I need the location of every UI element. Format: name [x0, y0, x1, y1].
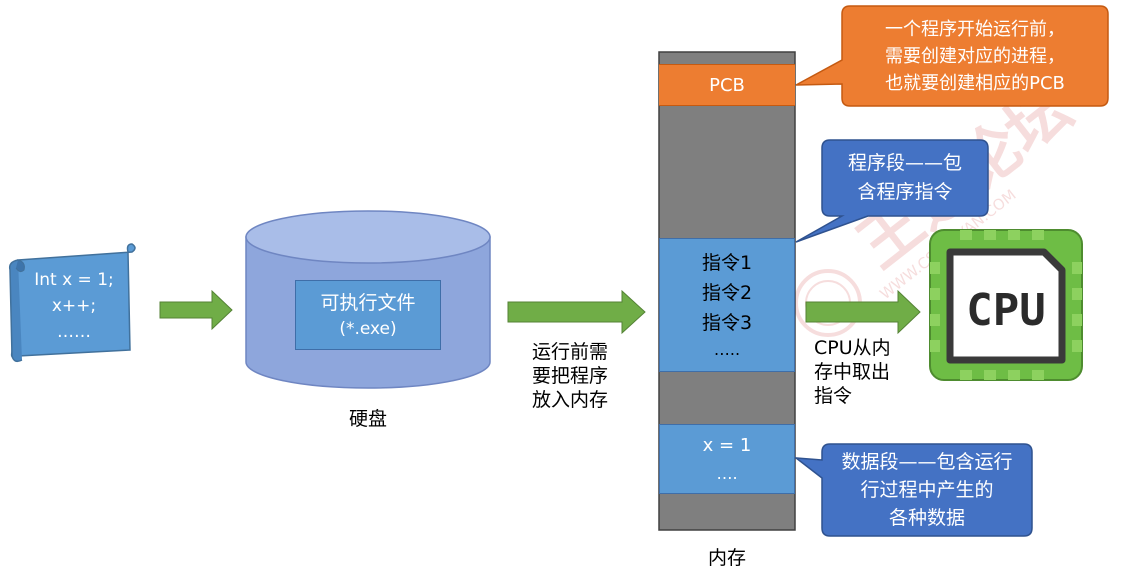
executable-file-box: 可执行文件 (*.exe) [295, 280, 441, 350]
callout-code-segment-shape [795, 139, 989, 243]
callout-code-segment: 程序段——包 含程序指令 [826, 142, 984, 214]
instruction-2: 指令2 [701, 282, 753, 304]
cpu-note-line-3: 指令 [814, 385, 853, 407]
executable-file-ext: (*.exe) [339, 319, 397, 339]
callout-data-line-1: 数据段——包含运行 [841, 451, 1013, 473]
callout-pcb-line-1: 一个程序开始运行前， [885, 18, 1065, 40]
disk-caption: 硬盘 [348, 408, 387, 430]
callout-pcb-line-3: 也就要创建相应的PCB [885, 72, 1065, 94]
cpu-label: CPU [966, 284, 1046, 336]
memory-code-segment: 指令1 指令2 指令3 ….. [659, 238, 795, 372]
source-code-scroll [8, 243, 136, 363]
callout-pcb-line-2: 需要创建对应的进程， [885, 45, 1065, 67]
source-code-line-3: …… [57, 322, 91, 342]
source-code-line-2: x++; [51, 296, 97, 316]
memory-pcb-segment: PCB [659, 64, 795, 106]
executable-file-label: 可执行文件 [320, 292, 416, 314]
load-note: 运行前需 要把程序 放入内存 [510, 336, 630, 416]
cpu-note-line-1: CPU从内 [814, 337, 891, 359]
callout-code-line-1: 程序段——包 [847, 152, 962, 174]
callout-data-segment-shape [793, 443, 1033, 537]
load-note-line-1: 运行前需 [531, 341, 608, 363]
callout-data-segment: 数据段——包含运行 行过程中产生的 各种数据 [826, 446, 1028, 534]
source-code: Int x = 1; x++; …… [22, 262, 126, 350]
instruction-more: ….. [713, 340, 741, 359]
memory-caption: 内存 [707, 547, 746, 569]
callout-code-line-2: 含程序指令 [857, 181, 953, 203]
callout-pcb-shape [795, 5, 1109, 107]
load-note-line-2: 要把程序 [531, 365, 608, 387]
instruction-3: 指令3 [701, 312, 753, 334]
cpu-note-line-2: 存中取出 [814, 361, 891, 383]
arrow-disk-to-memory [507, 289, 646, 335]
instruction-1: 指令1 [701, 252, 753, 274]
arrow-memory-to-cpu [805, 289, 921, 335]
arrow-code-to-disk [159, 289, 233, 331]
callout-data-line-3: 各种数据 [888, 507, 965, 529]
cpu-note: CPU从内 存中取出 指令 [814, 336, 924, 416]
callout-pcb-note: 一个程序开始运行前， 需要创建对应的进程， 也就要创建相应的PCB [846, 8, 1104, 104]
memory-data-segment: x = 1 …. [659, 424, 795, 494]
callout-data-line-2: 行过程中产生的 [860, 479, 994, 501]
data-value-more: …. [716, 464, 738, 483]
cpu-icon [929, 229, 1083, 381]
load-note-line-3: 放入内存 [531, 389, 608, 411]
data-value-x: x = 1 [702, 435, 752, 456]
source-code-line-1: Int x = 1; [34, 270, 114, 290]
